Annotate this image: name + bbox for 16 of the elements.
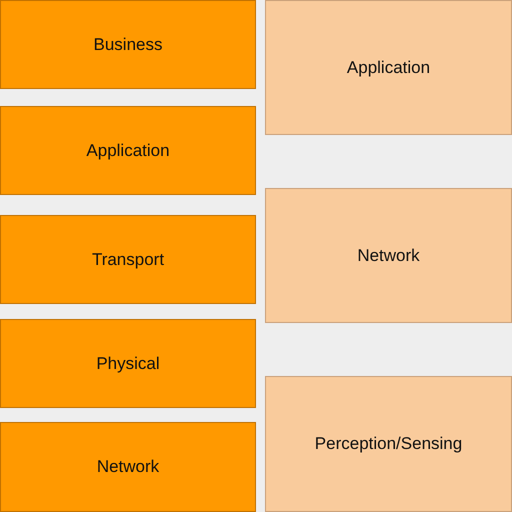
layer-box	[0, 106, 256, 195]
layer-label: Network	[96, 457, 160, 477]
layer-label: Business	[94, 34, 162, 54]
layer-box	[0, 215, 256, 304]
layer-box	[265, 376, 512, 512]
layer-label: Network	[357, 246, 420, 266]
layer-box	[0, 0, 256, 89]
layer-label: Physical	[96, 354, 160, 374]
layer-label: Transport	[92, 250, 164, 270]
layer-box	[0, 319, 256, 408]
layer-label: Perception/Sensing	[314, 434, 462, 454]
layer-box	[265, 0, 512, 135]
layer-label: Application	[346, 58, 430, 78]
layer-box	[0, 422, 256, 512]
layer-box	[265, 188, 512, 323]
layer-label: Application	[86, 140, 170, 160]
